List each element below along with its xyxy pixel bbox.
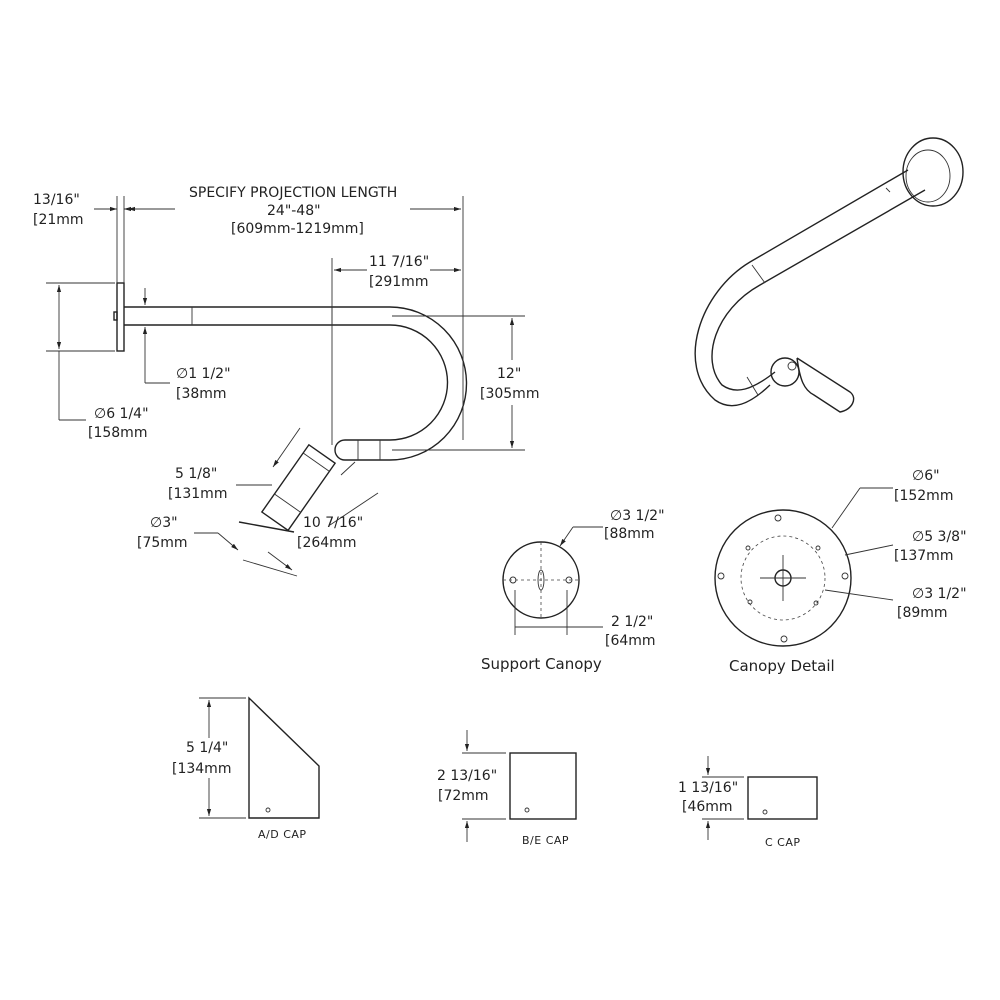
arm-bend xyxy=(389,306,468,461)
flange-thickness-in: 13/16" xyxy=(33,192,80,208)
cap-b-e: 2 13/16" [72mm B/E CAP xyxy=(437,730,577,847)
bend-height-mm: [305mm xyxy=(480,386,539,402)
canopy-outer-mm: [152mm xyxy=(894,488,953,504)
projection-line2: 24"-48" xyxy=(267,203,321,219)
cap-a-d-mm: [134mm xyxy=(172,761,231,777)
fixture-body xyxy=(260,443,337,532)
support-diameter-mm: [88mm xyxy=(604,526,655,542)
cap-c-mm: [46mm xyxy=(682,799,733,815)
arm-diameter-in: ∅1 1/2" xyxy=(176,366,231,382)
canopy-detail-label: Canopy Detail xyxy=(729,657,835,675)
canopy-detail: ∅6" [152mm ∅5 3/8" [137mm ∅3 1/2" [89mm … xyxy=(714,468,967,675)
cap-a-d: 5 1/4" [134mm A/D CAP xyxy=(172,696,320,841)
cap-b-e-mm: [72mm xyxy=(438,788,489,804)
canopy-bolt-mm: [137mm xyxy=(894,548,953,564)
cap-c: 1 13/16" [46mm C CAP xyxy=(678,756,818,849)
canopy-inner-mm: [89mm xyxy=(897,605,948,621)
support-canopy: ∅3 1/2" [88mm 2 1/2" [64mm Support Canop… xyxy=(481,508,665,673)
side-view: 13/16" [21mm SPECIFY PROJECTION LENGTH 2… xyxy=(33,185,539,577)
fixture-length-mm: [131mm xyxy=(168,486,227,502)
fixture-length-in: 5 1/8" xyxy=(175,466,217,482)
support-spacing-mm: [64mm xyxy=(605,633,656,649)
flange-diameter-mm: [158mm xyxy=(88,425,147,441)
support-diameter-in: ∅3 1/2" xyxy=(610,508,665,524)
flange-thickness-mm: [21mm xyxy=(33,212,84,228)
support-canopy-label: Support Canopy xyxy=(481,655,602,673)
fixture-diameter-mm: [75mm xyxy=(137,535,188,551)
support-spacing-in: 2 1/2" xyxy=(611,614,653,630)
bend-height-in: 12" xyxy=(497,366,521,382)
cap-b-e-in: 2 13/16" xyxy=(437,768,497,784)
projection-line1: SPECIFY PROJECTION LENGTH xyxy=(189,185,397,201)
fixture-total-mm: [264mm xyxy=(297,535,356,551)
fixture-total-in: 10 7/16" xyxy=(303,515,363,531)
canopy-inner-in: ∅3 1/2" xyxy=(912,586,967,602)
bend-offset-mm: [291mm xyxy=(369,274,428,290)
canopy-outer-in: ∅6" xyxy=(912,468,940,484)
cap-c-in: 1 13/16" xyxy=(678,780,738,796)
bend-offset-in: 11 7/16" xyxy=(369,254,429,270)
canopy-bolt-in: ∅5 3/8" xyxy=(912,529,967,545)
fixture-diameter-in: ∅3" xyxy=(150,515,178,531)
cap-a-d-in: 5 1/4" xyxy=(186,740,228,756)
wall-flange xyxy=(116,282,125,352)
projection-line3: [609mm-1219mm] xyxy=(231,221,364,237)
flange-diameter-in: ∅6 1/4" xyxy=(94,406,149,422)
perspective-view xyxy=(694,137,964,413)
cap-c-label: C CAP xyxy=(765,836,801,849)
cap-a-d-label: A/D CAP xyxy=(258,828,307,841)
arm-diameter-mm: [38mm xyxy=(176,386,227,402)
cap-b-e-label: B/E CAP xyxy=(522,834,569,847)
